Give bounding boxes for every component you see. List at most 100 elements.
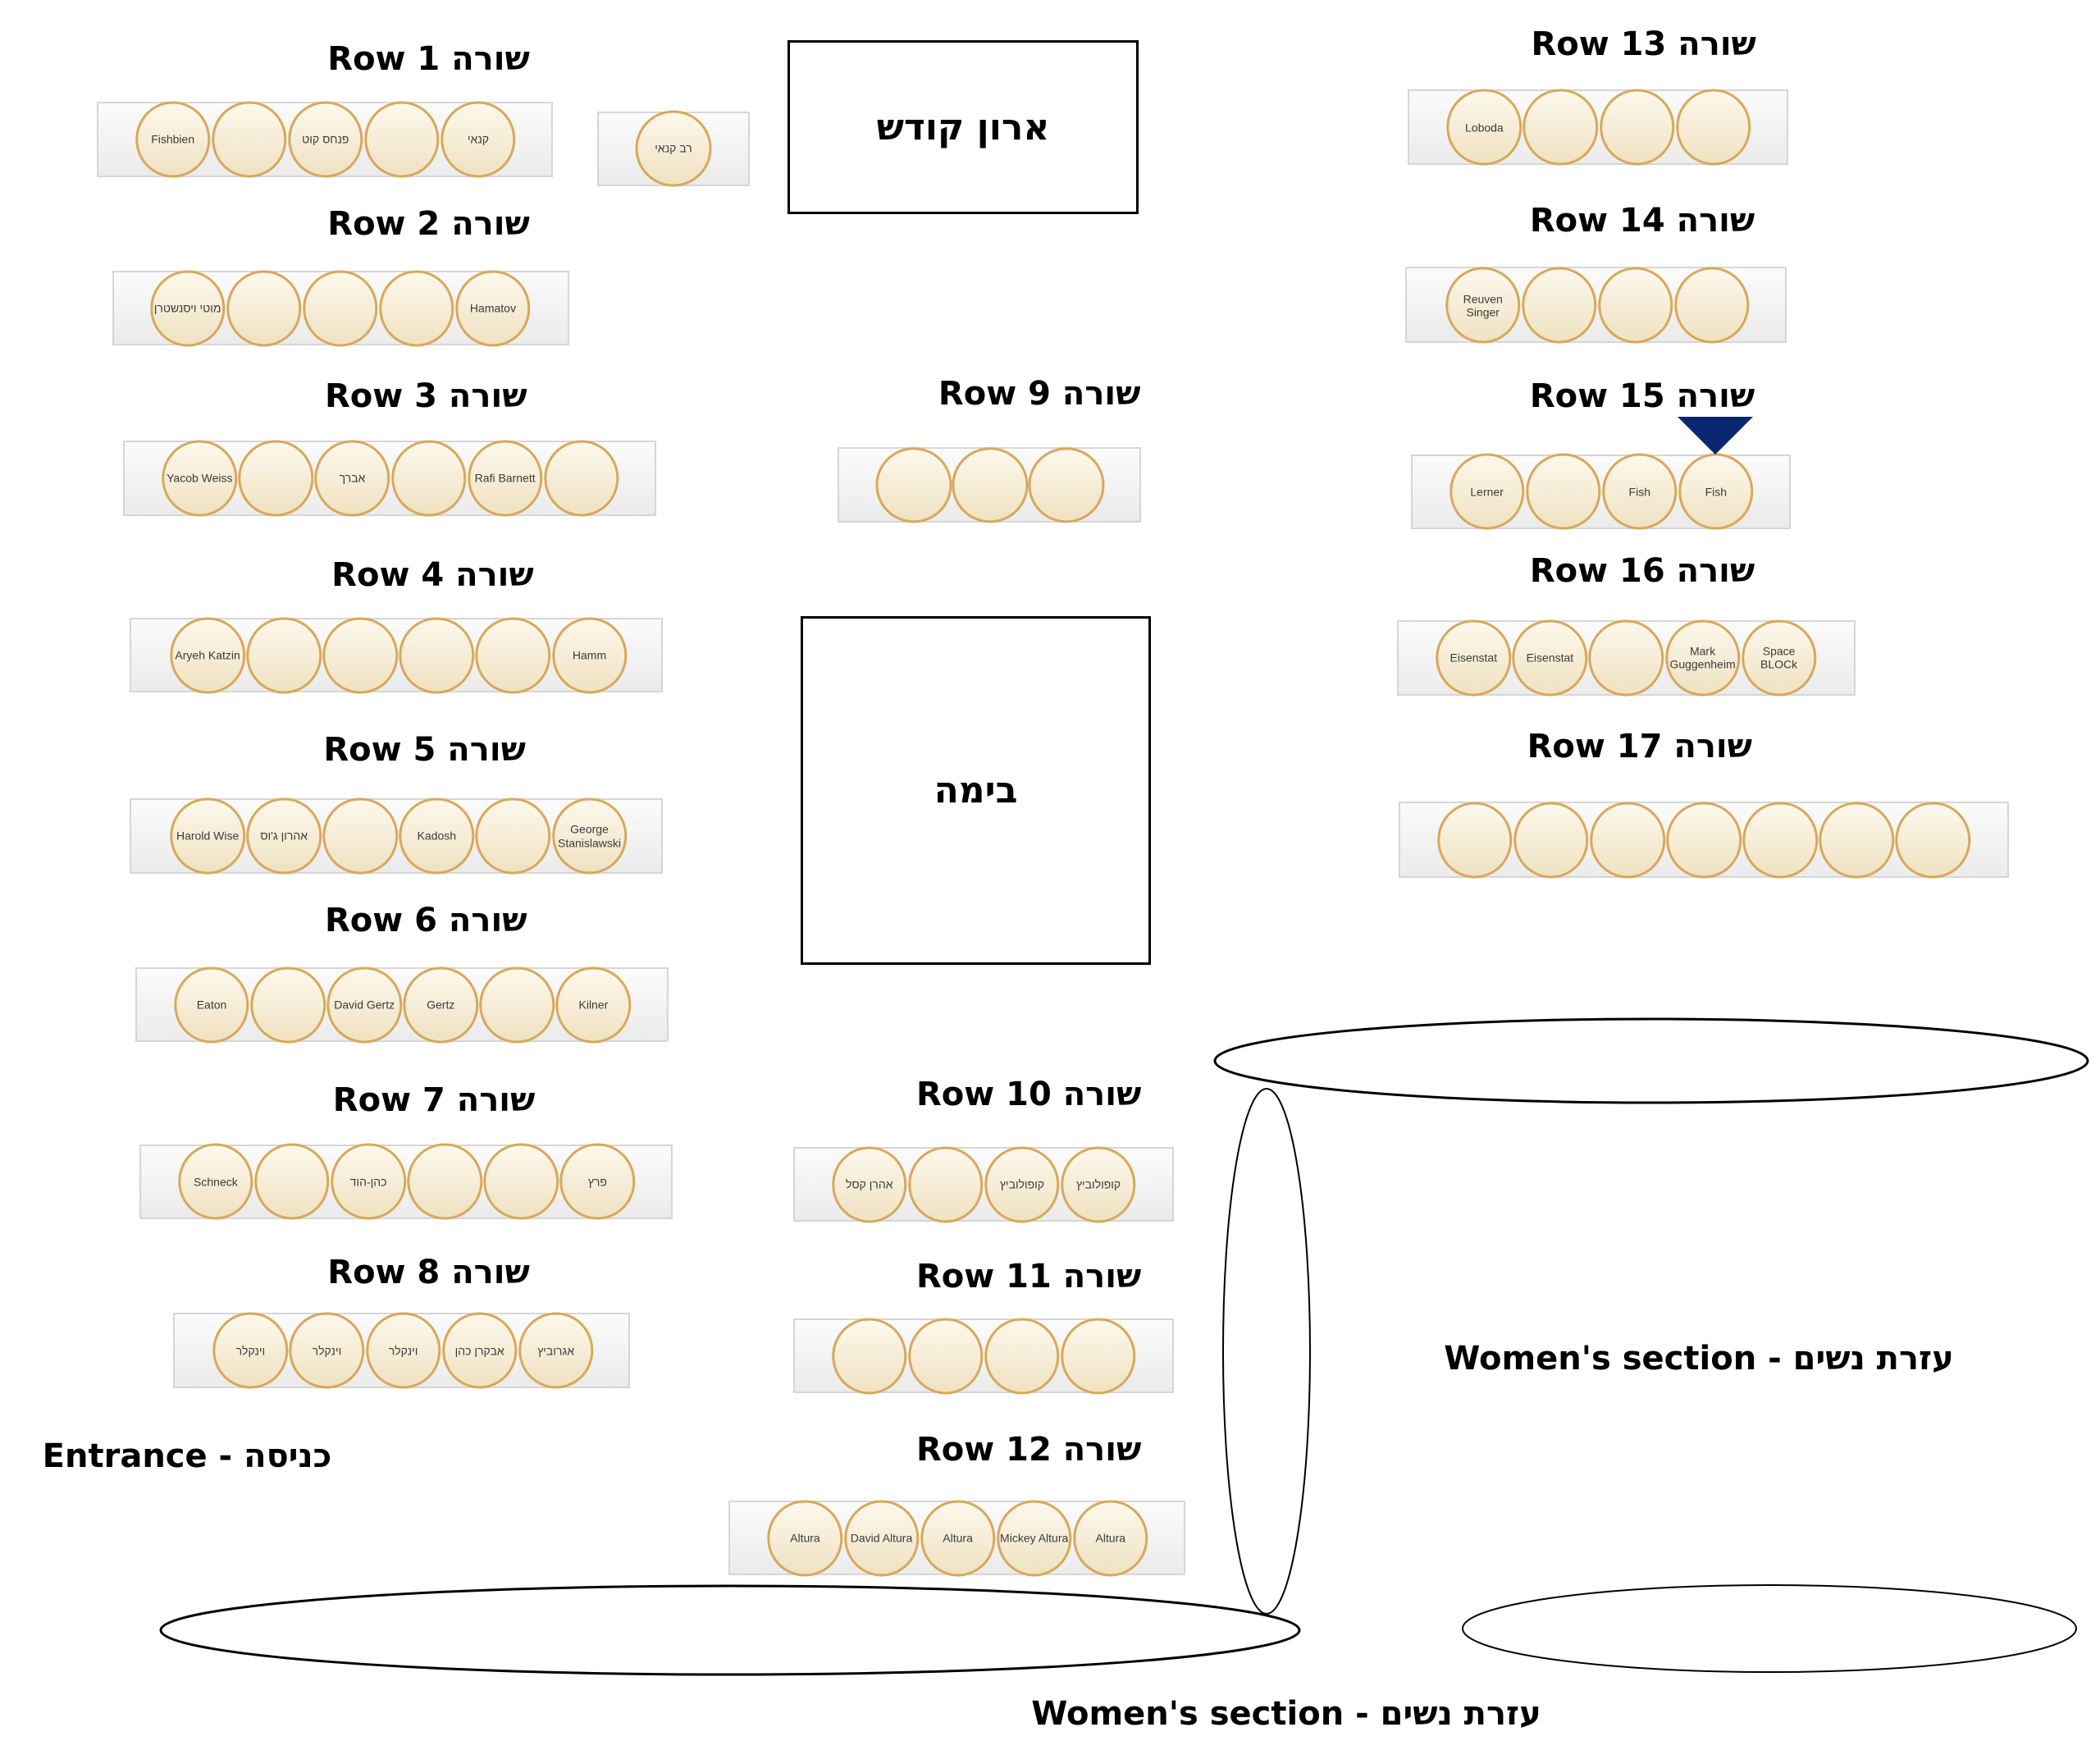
seat[interactable]: אגרוביץ bbox=[518, 1312, 594, 1389]
seat[interactable]: פנחס קוט bbox=[288, 101, 363, 178]
seat[interactable]: Fish bbox=[1602, 453, 1678, 530]
seat[interactable]: Harold Wise bbox=[170, 797, 245, 875]
seat[interactable]: כהן-הוד bbox=[331, 1143, 406, 1220]
seat[interactable] bbox=[952, 447, 1029, 523]
seat[interactable]: Rafi Barnett bbox=[467, 440, 543, 517]
seat[interactable] bbox=[254, 1143, 330, 1220]
seat[interactable] bbox=[1028, 447, 1105, 523]
row-16-label: Row 16 שורה bbox=[1529, 551, 1755, 590]
seat[interactable]: Reuven Singer bbox=[1445, 267, 1521, 344]
seat[interactable] bbox=[1599, 89, 1675, 166]
seat[interactable] bbox=[226, 270, 302, 347]
seat[interactable]: David Gertz bbox=[326, 966, 402, 1044]
row-13-label: Row 13 שורה bbox=[1531, 25, 1756, 63]
seat[interactable] bbox=[250, 966, 326, 1044]
seat[interactable]: אבקרן כהן bbox=[441, 1312, 518, 1389]
seat[interactable] bbox=[322, 797, 398, 875]
seat[interactable] bbox=[1819, 802, 1895, 879]
seat[interactable]: קופולוביץ bbox=[984, 1146, 1060, 1223]
seat[interactable] bbox=[246, 616, 322, 694]
seat[interactable] bbox=[1437, 802, 1513, 879]
seat[interactable] bbox=[1598, 267, 1673, 344]
seat[interactable] bbox=[475, 797, 551, 875]
seat[interactable] bbox=[1522, 267, 1597, 344]
seat[interactable] bbox=[1590, 802, 1665, 879]
row-3-label: Row 3 שורה bbox=[325, 377, 527, 416]
rabbi-seat[interactable]: רב קנאי bbox=[635, 110, 712, 187]
womens-section-top-right-ellipse[interactable] bbox=[1213, 1017, 2089, 1104]
seat[interactable]: Kadosh bbox=[399, 797, 475, 875]
seat[interactable] bbox=[1675, 89, 1751, 166]
seat[interactable]: Schneck bbox=[178, 1143, 253, 1220]
seat[interactable]: Altura bbox=[920, 1500, 996, 1577]
seat[interactable] bbox=[238, 440, 314, 517]
seat[interactable]: Eisenstat bbox=[1512, 619, 1588, 697]
seat[interactable]: Altura bbox=[1073, 1500, 1148, 1577]
seat[interactable] bbox=[1525, 453, 1601, 530]
seat[interactable]: מוטי ויסנשטרן bbox=[149, 270, 226, 347]
womens-section-bottom-right-ellipse[interactable] bbox=[1462, 1584, 2077, 1673]
seat[interactable]: וינקלר bbox=[365, 1312, 441, 1389]
seat[interactable]: Mickey Altura bbox=[996, 1500, 1072, 1577]
seat[interactable] bbox=[1588, 619, 1664, 697]
seat[interactable] bbox=[399, 616, 475, 694]
seat[interactable]: וינקלר bbox=[289, 1312, 365, 1389]
womens-section-bottom-left-ellipse[interactable] bbox=[159, 1584, 1301, 1676]
seat[interactable]: קופולוביץ bbox=[1061, 1146, 1136, 1223]
seat[interactable] bbox=[1742, 802, 1818, 879]
seat[interactable] bbox=[1061, 1318, 1136, 1395]
seat[interactable]: Altura bbox=[767, 1500, 843, 1577]
seat[interactable] bbox=[475, 616, 551, 694]
seat[interactable]: Space BLOCk bbox=[1741, 619, 1817, 697]
seat[interactable] bbox=[1895, 802, 1971, 879]
seat[interactable]: אהרן קסל bbox=[832, 1146, 907, 1223]
seat[interactable] bbox=[1666, 802, 1742, 879]
seat[interactable] bbox=[390, 440, 467, 517]
row-12-label: Row 12 שורה bbox=[915, 1430, 1142, 1469]
row-8-label: Row 8 שורה bbox=[327, 1254, 530, 1292]
row-14-label: Row 14 שורה bbox=[1529, 202, 1755, 240]
seat[interactable]: Aryeh Katzin bbox=[170, 616, 245, 694]
seat[interactable] bbox=[908, 1318, 984, 1395]
bimah: בימה bbox=[801, 616, 1151, 965]
seat[interactable] bbox=[1674, 267, 1750, 344]
seat[interactable]: Eisenstat bbox=[1436, 619, 1512, 697]
seat[interactable]: David Altura bbox=[843, 1500, 920, 1577]
seat[interactable] bbox=[483, 1143, 559, 1220]
seat[interactable] bbox=[832, 1318, 907, 1395]
seat[interactable]: Fish bbox=[1678, 453, 1754, 530]
seat[interactable]: Loboda bbox=[1446, 89, 1522, 166]
seat[interactable]: Fishbien bbox=[135, 101, 211, 178]
seat[interactable] bbox=[1522, 89, 1599, 166]
womens-section-bottom-label: Women's section - עזרת נשים bbox=[1031, 1695, 1541, 1733]
seat[interactable] bbox=[1513, 802, 1589, 879]
seat[interactable]: Hamatov bbox=[455, 270, 531, 347]
seat[interactable]: אברך bbox=[314, 440, 390, 517]
seat[interactable] bbox=[908, 1146, 984, 1223]
seat[interactable] bbox=[544, 440, 619, 517]
seat[interactable]: Hamm bbox=[551, 616, 628, 694]
ark: ארון קודש bbox=[788, 40, 1139, 214]
seat[interactable] bbox=[303, 270, 378, 347]
womens-section-right-label: Women's section - עזרת נשים bbox=[1444, 1340, 1954, 1378]
seat[interactable]: Kilner bbox=[555, 966, 632, 1044]
seat[interactable] bbox=[407, 1143, 482, 1220]
seat[interactable] bbox=[984, 1318, 1060, 1395]
seat[interactable]: Lerner bbox=[1449, 453, 1525, 530]
seat[interactable]: Gertz bbox=[403, 966, 478, 1044]
seat[interactable]: Eaton bbox=[174, 966, 249, 1044]
seat[interactable] bbox=[479, 966, 555, 1044]
seat[interactable]: George Stanislawski bbox=[551, 797, 628, 875]
womens-section-vertical-ellipse[interactable] bbox=[1222, 1088, 1311, 1615]
seat[interactable] bbox=[875, 447, 952, 523]
seat[interactable]: אהרון ג'וס bbox=[246, 797, 322, 875]
seat[interactable]: פרץ bbox=[559, 1143, 636, 1220]
seat[interactable]: Yacob Weiss bbox=[162, 440, 238, 517]
seat[interactable]: קנאי bbox=[441, 101, 516, 178]
seat[interactable]: Mark Guggenheim bbox=[1664, 619, 1741, 697]
seat[interactable] bbox=[364, 101, 440, 178]
seat[interactable]: וינקלר bbox=[212, 1312, 289, 1389]
seat[interactable] bbox=[212, 101, 287, 178]
seat[interactable] bbox=[379, 270, 454, 347]
seat[interactable] bbox=[322, 616, 398, 694]
